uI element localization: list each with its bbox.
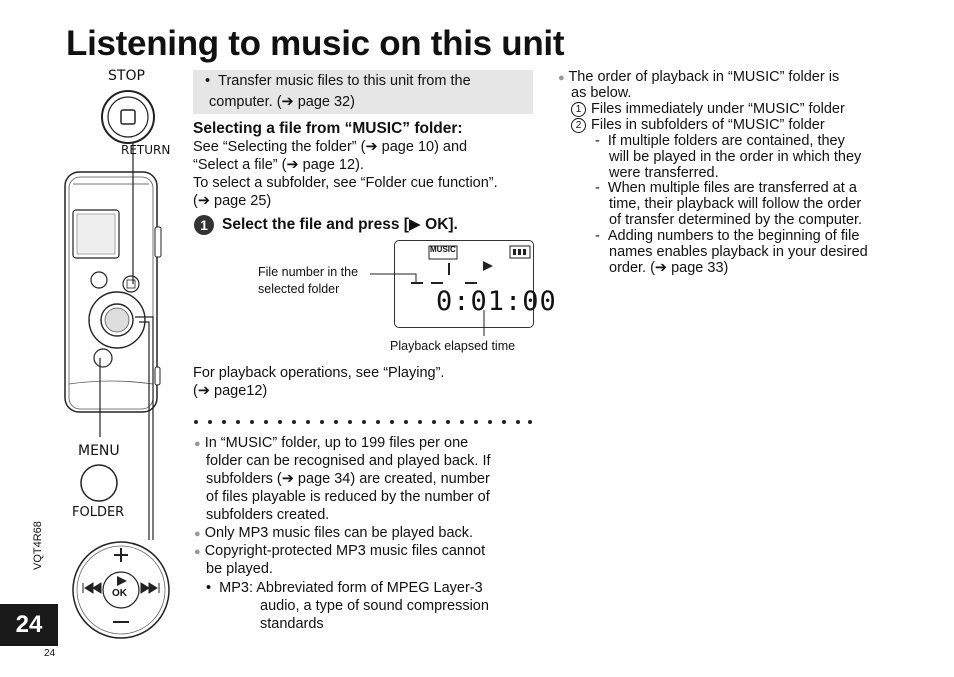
note-line-2: computer. (➔ page 32)	[209, 94, 355, 110]
page-title: Listening to music on this unit	[66, 24, 565, 63]
dash2-line-2: time, their playback will follow the ord…	[609, 196, 862, 212]
prerequisite-note: • Transfer music files to this unit from…	[193, 70, 533, 114]
selecting-line-3: To select a subfolder, see “Folder cue f…	[193, 175, 498, 191]
step-number: 1	[194, 215, 214, 235]
file-number-label-1: File number in the	[258, 265, 359, 279]
note-line-1: Transfer music files to this unit from t…	[218, 73, 471, 89]
note3-line-1: Copyright-protected MP3 music files cann…	[204, 543, 486, 559]
selecting-heading: Selecting a file from “MUSIC” folder:	[193, 120, 463, 137]
folder-label: FOLDER	[72, 505, 125, 520]
page-number-tab: 24	[0, 604, 58, 646]
selecting-line-1: See “Selecting the folder” (➔ page 10) a…	[193, 139, 468, 155]
selecting-line-2: “Select a file” (➔ page 12).	[193, 157, 364, 173]
selecting-line-4: (➔ page 25)	[193, 193, 272, 209]
display-leaders	[370, 273, 417, 282]
note2: Only MP3 music files can be played back.	[204, 525, 474, 541]
dash3-line-2: names enables playback in your desired	[609, 244, 868, 260]
file-number-label-2: selected folder	[258, 282, 340, 296]
step-instruction: Select the file and press [▶ OK].	[222, 216, 458, 233]
display-illustration	[394, 240, 534, 328]
dash3-line-3: order. (➔ page 33)	[609, 260, 729, 276]
dash1-line-1: If multiple folders are contained, they	[607, 133, 845, 149]
mp3-line-1: MP3: Abbreviated form of MPEG Layer-3	[219, 580, 483, 596]
elapsed-time-label: Playback elapsed time	[390, 339, 516, 353]
note1-line-5: subfolders created.	[206, 507, 330, 523]
note1-line-1: In “MUSIC” folder, up to 199 files per o…	[204, 435, 469, 451]
page-number-small: 24	[44, 648, 56, 659]
note3-line-2: be played.	[206, 561, 273, 577]
mp3-line-2: audio, a type of sound compression	[260, 598, 489, 614]
order-item-2: Files in subfolders of “MUSIC” folder	[591, 117, 825, 133]
elapsed-leader	[483, 310, 485, 336]
playback-ops-line-1: For playback operations, see “Playing”.	[193, 365, 445, 381]
dash2-line-3: of transfer determined by the computer.	[609, 212, 863, 228]
recorder-illustration	[64, 90, 170, 639]
order-intro-line-1: The order of playback in “MUSIC” folder …	[568, 69, 840, 85]
playback-ops-line-2: (➔ page12)	[193, 383, 268, 399]
menu-label: MENU	[78, 443, 120, 459]
dash2-line-1: When multiple files are transferred at a	[607, 180, 857, 196]
dash3-line-1: Adding numbers to the beginning of file	[607, 228, 860, 244]
mp3-line-3: standards	[260, 616, 324, 632]
dash1-line-2: will be played in the order in which the…	[609, 149, 862, 165]
elapsed-time-readout: 0:01:00	[436, 286, 557, 317]
note1-line-2: folder can be recognised and played back…	[206, 453, 491, 469]
ok-label: OK	[112, 588, 127, 599]
lcd-graphic	[411, 245, 531, 284]
order-item-1: Files immediately under “MUSIC” folder	[591, 101, 845, 117]
model-number: VQT4R68	[32, 521, 44, 570]
return-label: RETURN	[121, 143, 171, 157]
circled-1-icon: 1	[571, 102, 586, 117]
dash1-line-3: were transferred.	[609, 165, 719, 181]
dotted-separator	[194, 420, 532, 424]
music-tag: MUSIC	[430, 245, 456, 254]
order-intro-line-2: as below.	[571, 85, 632, 101]
note1-line-4: of files playable is reduced by the numb…	[206, 489, 490, 505]
stop-label: STOP	[108, 68, 145, 84]
circled-2-icon: 2	[571, 118, 586, 133]
note1-line-3: subfolders (➔ page 34) are created, numb…	[206, 471, 490, 487]
